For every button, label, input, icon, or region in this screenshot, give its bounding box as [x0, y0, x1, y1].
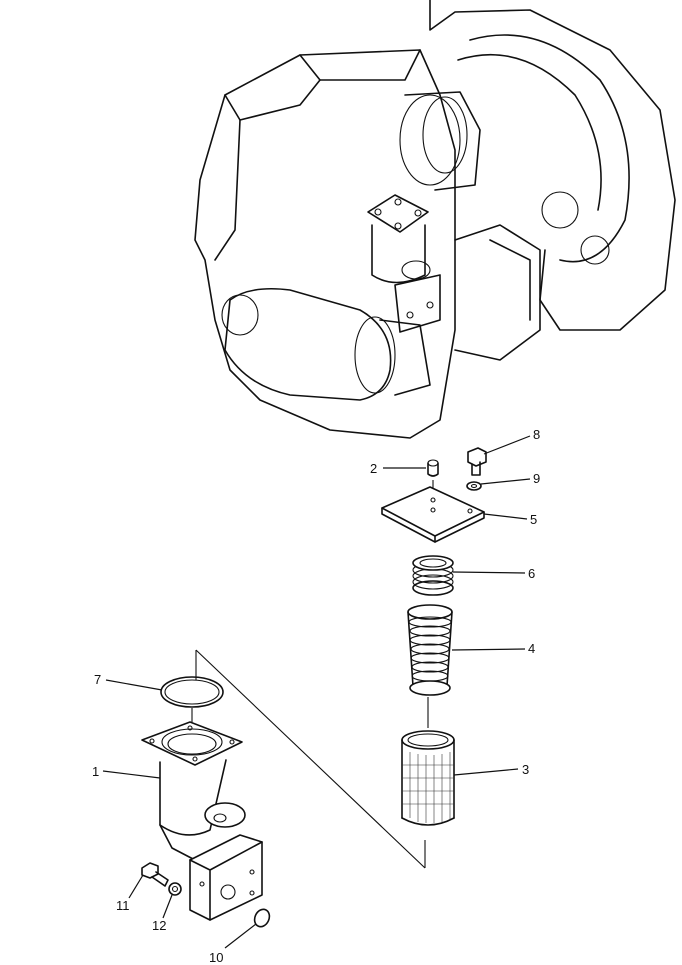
- callout-4: 4: [528, 641, 535, 656]
- part-9-washer: [466, 481, 482, 491]
- part-7-o-ring: [160, 676, 224, 708]
- callout-9: 9: [533, 471, 540, 486]
- callout-12: 12: [152, 918, 166, 933]
- part-11-bolt: [141, 862, 169, 887]
- part-4-strainer-element: [407, 604, 453, 728]
- callout-labels: 2 8 9 5 6 4 3 7 1 11 12 10: [92, 427, 540, 965]
- callout-2: 2: [370, 461, 377, 476]
- assembly-guide-lines: [191, 649, 426, 869]
- leader-lines: [102, 435, 531, 949]
- callout-8: 8: [533, 427, 540, 442]
- callout-3: 3: [522, 762, 529, 777]
- part-3-mesh-filter: [401, 730, 455, 868]
- callout-7: 7: [94, 672, 101, 687]
- callout-6: 6: [528, 566, 535, 581]
- callout-1: 1: [92, 764, 99, 779]
- part-8-bolt: [467, 447, 487, 476]
- transmission-housing: [194, 0, 676, 439]
- callout-5: 5: [530, 512, 537, 527]
- callout-10: 10: [209, 950, 223, 965]
- callout-11: 11: [116, 898, 130, 913]
- part-12-washer: [168, 882, 182, 896]
- part-1-filter-case: [141, 721, 263, 921]
- part-10-o-ring: [253, 908, 271, 928]
- part-6-spring: [412, 555, 454, 596]
- part-5-cover-plate: [381, 486, 485, 543]
